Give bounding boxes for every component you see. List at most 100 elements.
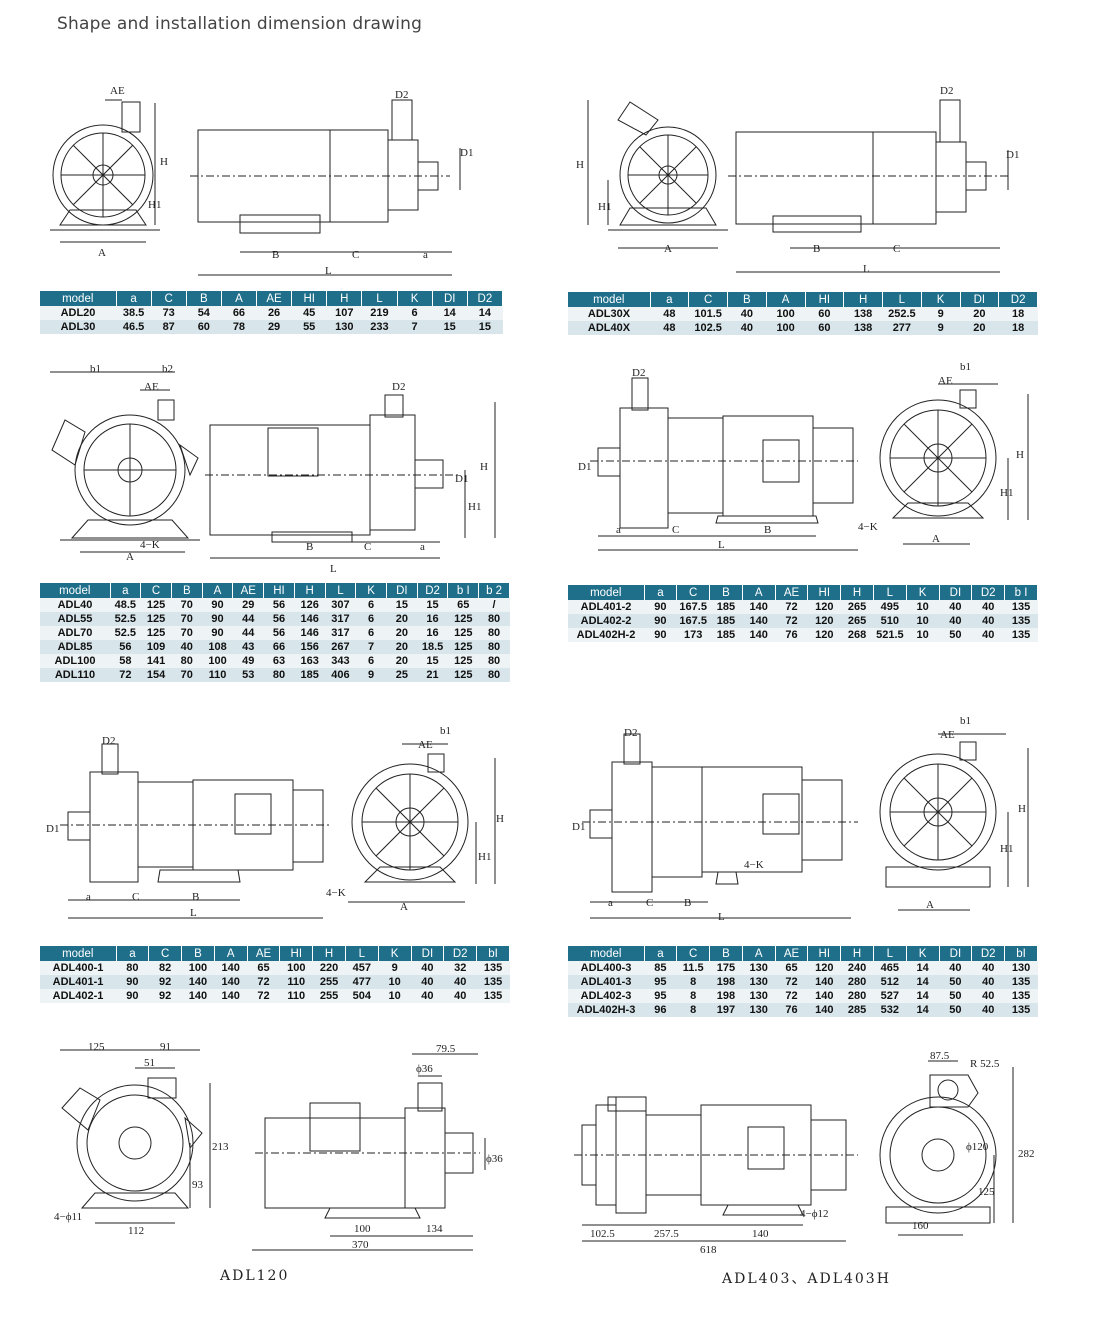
table-cell: 120 [807, 628, 841, 642]
table-cell: 6 [355, 654, 387, 668]
table-cell: 15 [467, 320, 503, 334]
dim-c: C [893, 243, 900, 255]
table-cell: 18 [998, 307, 1038, 321]
table-cell: 43 [232, 640, 264, 654]
table-cell: 11.5 [676, 961, 710, 975]
dim-213: 213 [212, 1141, 229, 1153]
table-cell: 120 [807, 614, 841, 628]
table-cell: 72 [775, 989, 808, 1003]
table-cell: 40 [443, 975, 477, 989]
dim-d2: D2 [940, 85, 953, 97]
caption-adl403: ADL403、ADL403H [722, 1271, 891, 1287]
dim-h1: H1 [1000, 843, 1013, 855]
table-header: C [140, 583, 172, 598]
dim-134: 134 [426, 1223, 443, 1235]
table-cell: 15 [386, 598, 418, 612]
table-cell: 40 [939, 614, 972, 628]
table-cell: 10 [906, 628, 940, 642]
table-header: B [171, 583, 203, 598]
table-header: b I [1004, 585, 1038, 600]
table-cell: 495 [873, 600, 907, 614]
table-cell: 8 [676, 1003, 710, 1017]
dim-4k: 4−K [858, 521, 878, 533]
table-cell: 80 [116, 961, 149, 975]
table-cell: 46.5 [116, 320, 152, 334]
dim-h1: H1 [148, 199, 161, 211]
dim-4k: 4−K [140, 539, 160, 551]
dim-phi120: ϕ120 [966, 1141, 989, 1153]
dim-d2: D2 [392, 381, 405, 393]
table-cell: 125 [447, 654, 479, 668]
table-header: DI [960, 292, 1000, 307]
table-header: H [840, 585, 874, 600]
table-cell: 9 [921, 321, 960, 335]
table-cell: 29 [232, 598, 264, 612]
table-header: C [676, 585, 711, 600]
table-cell: 9 [355, 668, 387, 682]
table-cell: 15 [432, 320, 468, 334]
table-cell: 125 [140, 598, 172, 612]
table-cell: 21 [417, 668, 448, 682]
table-cell: 40 [971, 961, 1005, 975]
dim-ae: AE [144, 381, 159, 393]
table-cell: 72 [247, 989, 280, 1003]
table-header: B [181, 946, 215, 961]
drawing-adl400-1: D2 D1 a C B L b1 AE H H1 4−K A [40, 722, 520, 922]
dim-160: 160 [912, 1220, 929, 1232]
dim-h: H [480, 461, 488, 473]
table-header: A [202, 583, 234, 598]
dim-h1: H1 [478, 851, 491, 863]
table-cell: ADL30 [40, 320, 116, 334]
table-cell: 138 [843, 307, 883, 321]
table-cell: 406 [325, 668, 356, 682]
table-cell: 15 [417, 654, 448, 668]
dim-h1: H1 [598, 201, 611, 213]
table-header-row: model a C B A HI H L K DI D2 [568, 292, 1038, 307]
table-cell: 277 [882, 321, 922, 335]
table-cell: 504 [345, 989, 379, 1003]
table-cell: 40 [971, 614, 1005, 628]
table-header: K [378, 946, 412, 961]
dim-d2: D2 [395, 89, 408, 101]
table-cell: 16 [417, 612, 448, 626]
table-header: AE [775, 946, 809, 961]
table-cell: 141 [140, 654, 172, 668]
table-cell: 146 [294, 626, 326, 640]
table-cell: 56 [263, 626, 295, 640]
table-header: AE [247, 946, 281, 961]
dim-a: a [423, 249, 428, 261]
table-cell: 135 [1004, 975, 1038, 989]
dim-a-upper: A [98, 247, 106, 259]
table-cell: 6 [397, 306, 433, 320]
table-cell: 135 [476, 989, 510, 1003]
table-cell: 10 [378, 975, 412, 989]
table-header: model [40, 291, 117, 306]
table-cell: 40 [971, 975, 1005, 989]
dim-b2: b2 [162, 363, 173, 375]
table-header: H [312, 946, 346, 961]
table-header: L [361, 291, 398, 306]
table-cell: 60 [186, 320, 222, 334]
table-cell: ADL402-2 [568, 614, 644, 628]
table-cell: 140 [214, 961, 248, 975]
table-cell: 44 [232, 612, 264, 626]
table-cell: 65 [247, 961, 280, 975]
table-cell: 130 [742, 1003, 776, 1017]
drawing-adl40-110: b1 b2 AE D2 D1 H H1 4−K A B C a L [40, 360, 510, 575]
table-cell: 135 [1004, 1003, 1038, 1017]
table-header: L [345, 946, 379, 961]
table-cell: 109 [140, 640, 172, 654]
table-header: DI [411, 946, 445, 961]
table-cell: 7 [397, 320, 433, 334]
table-cell: 50 [939, 628, 972, 642]
table-cell: 185 [709, 628, 743, 642]
dim-d1: D1 [578, 461, 591, 473]
